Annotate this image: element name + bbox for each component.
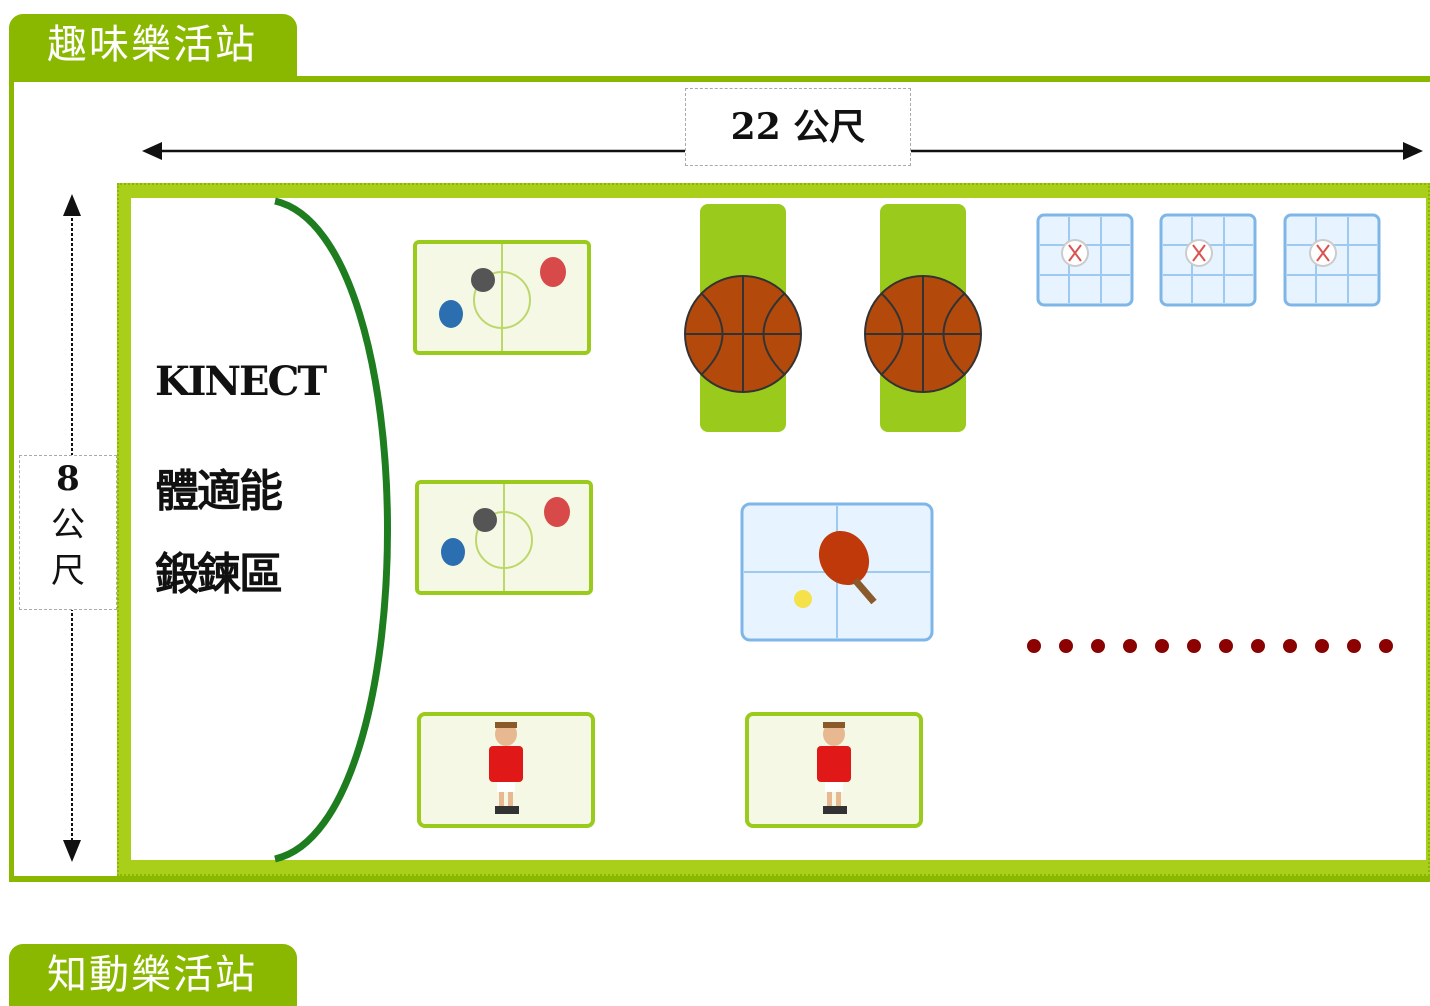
width-dimension-label: 22 公尺 [685, 88, 911, 166]
height-unit-2: 尺 [51, 551, 85, 591]
marker-dot [1155, 639, 1169, 653]
marker-dot [1091, 639, 1105, 653]
marker-dot [1219, 639, 1233, 653]
frame-left-border [9, 76, 14, 882]
ping-pong-ball-icon [794, 590, 812, 608]
basketball-icon [684, 275, 802, 393]
kinect-zone-arc [131, 197, 391, 863]
kinect-training-label: 鍛鍊區 [155, 549, 283, 600]
foosball-player-icon [817, 722, 851, 814]
marker-dot [1059, 639, 1073, 653]
air-hockey-icon [439, 244, 566, 351]
air-hockey-icon [441, 484, 570, 591]
ping-pong-paddle-icon [818, 530, 877, 605]
marker-dot [1027, 639, 1041, 653]
tic-tac-toe-icon [1309, 239, 1337, 267]
marker-dot [1251, 639, 1265, 653]
marker-dot [1379, 639, 1393, 653]
foosball-table [417, 712, 595, 828]
tic-tac-toe-board [1283, 213, 1381, 307]
air-hockey-table [415, 480, 593, 595]
tic-tac-toe-icon [1185, 239, 1213, 267]
marker-dot [1315, 639, 1329, 653]
section-divider [9, 76, 1430, 82]
marker-dot [1123, 639, 1137, 653]
basketball-station [684, 204, 802, 432]
section-title-knowledge-station: 知動樂活站 [9, 944, 297, 1006]
table-tennis-table [740, 502, 934, 642]
basketball-icon [864, 275, 982, 393]
tic-tac-toe-board [1036, 213, 1134, 307]
marker-dot [1187, 639, 1201, 653]
tic-tac-toe-board [1159, 213, 1257, 307]
foosball-table [745, 712, 923, 828]
air-hockey-table [413, 240, 591, 355]
kinect-fitness-label: 體適能 [155, 466, 283, 517]
basketball-station [864, 204, 982, 432]
foosball-player-icon [489, 722, 523, 814]
height-value: 8 [56, 459, 80, 499]
tic-tac-toe-icon [1061, 239, 1089, 267]
frame-bottom-border [9, 876, 1430, 882]
section-title-fun-station: 趣味樂活站 [9, 14, 297, 76]
marker-dot [1283, 639, 1297, 653]
marker-dot [1347, 639, 1361, 653]
height-dimension-label: 8 公 尺 [19, 455, 117, 610]
kinect-title: KINECT [155, 358, 327, 405]
height-unit-1: 公 [51, 505, 85, 545]
